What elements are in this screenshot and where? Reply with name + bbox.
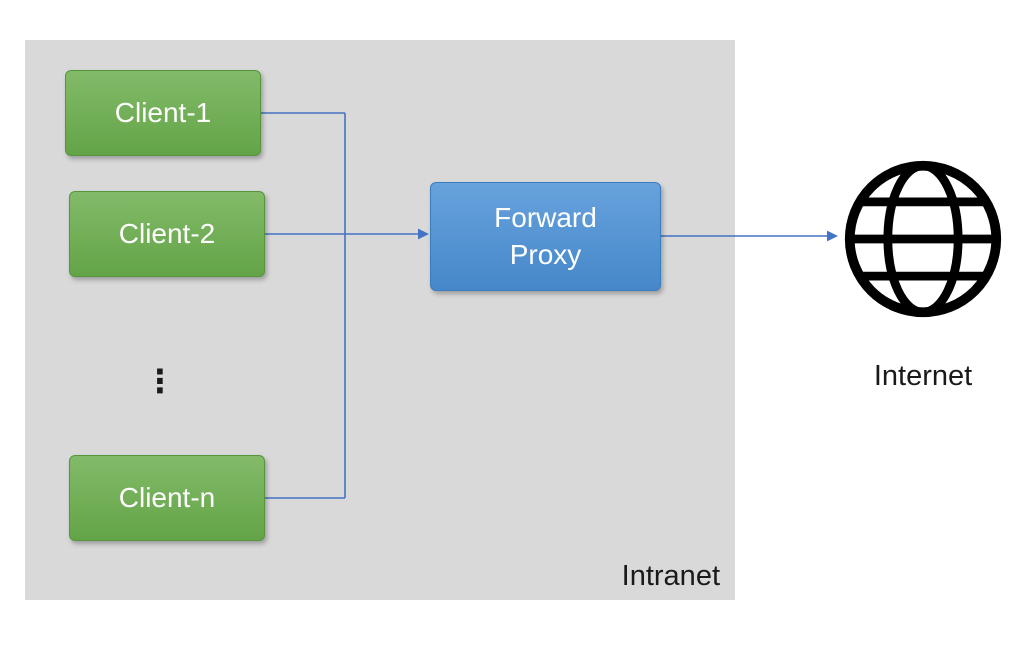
client-2-label: Client-2: [118, 218, 216, 249]
arrowhead-to-internet: [827, 230, 838, 242]
more-clients-ellipsis: ⋮: [144, 363, 176, 399]
client-1-label: Client-1: [114, 97, 212, 128]
client-1-node: Client-1: [65, 70, 261, 156]
intranet-label: Intranet: [621, 560, 720, 592]
client-2-node: Client-2: [69, 191, 265, 277]
internet-label: Internet: [873, 360, 973, 392]
forward-proxy-label-line2: Proxy: [509, 238, 582, 270]
forward-proxy-node: Forward Proxy: [430, 182, 661, 291]
client-n-label: Client-n: [118, 482, 216, 513]
client-n-node: Client-n: [69, 455, 265, 541]
forward-proxy-label-line1: Forward: [494, 202, 597, 234]
internet-globe-icon: [844, 160, 1002, 318]
